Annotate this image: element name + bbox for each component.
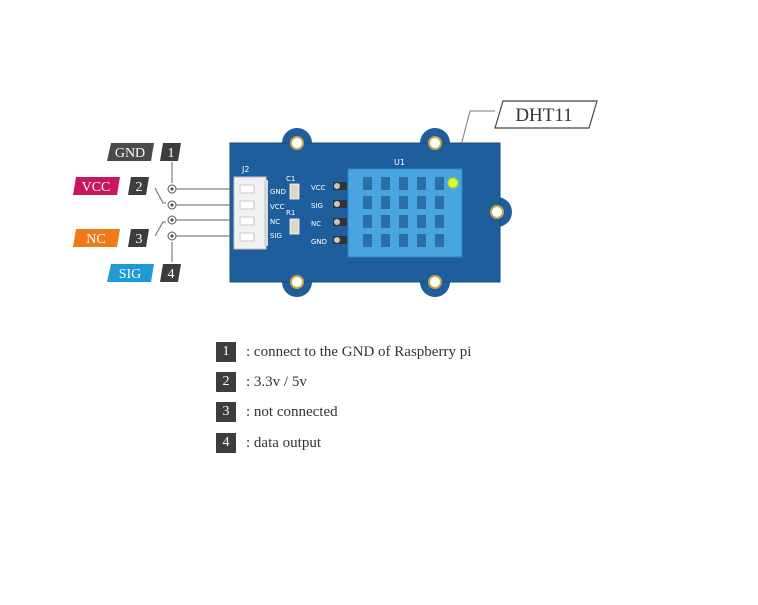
sensor-header-pins <box>333 182 347 244</box>
legend-item: 1 : connect to the GND of Raspberry pi <box>216 341 471 363</box>
legend-number: 1 <box>216 342 236 362</box>
capacitor <box>289 183 300 200</box>
connector-ref: J2 <box>241 165 249 174</box>
legend-text: : 3.3v / 5v <box>246 373 307 390</box>
pin-tag-number: 1 <box>168 146 175 161</box>
legend-text: : not connected <box>246 403 338 420</box>
sensor-pin-label: VCC <box>311 184 326 192</box>
pin-tag-label: NC <box>86 232 105 247</box>
pin-tag-number: 3 <box>136 232 143 247</box>
status-led <box>447 177 459 189</box>
resistor-ref: R1 <box>286 209 295 217</box>
pin-tag-label: VCC <box>82 180 111 195</box>
dht11-sensor <box>347 168 463 258</box>
connector-pin-label: GND <box>270 188 286 196</box>
pin-tag-number: 2 <box>136 180 143 195</box>
legend-text: : connect to the GND of Raspberry pi <box>246 343 472 360</box>
resistor <box>289 218 300 235</box>
sensor-pin-label: SIG <box>311 202 323 210</box>
grove-connector <box>233 176 268 250</box>
pin-tag-3: NC 3 <box>73 229 149 247</box>
pin-terminals <box>167 184 177 241</box>
legend-item: 3 : not connected <box>216 401 338 423</box>
mounting-hole <box>290 275 304 289</box>
legend-text: : data output <box>246 434 321 451</box>
pin-tag-label: SIG <box>119 267 142 282</box>
legend-item: 4 : data output <box>216 432 321 454</box>
mounting-hole <box>428 136 442 150</box>
sensor-pin-label: GND <box>311 238 327 246</box>
pin-tag-number: 4 <box>168 267 175 282</box>
pin-tag-2: VCC 2 <box>73 177 149 195</box>
chip-label: DHT11 <box>515 105 572 126</box>
connector-pin-label: SIG <box>270 232 282 240</box>
connector-pin-label: NC <box>270 218 280 226</box>
legend-item: 2 : 3.3v / 5v <box>216 371 307 393</box>
pin-tag-1: GND 1 <box>107 143 181 161</box>
callout-box <box>494 100 598 129</box>
capacitor-ref: C1 <box>286 175 295 183</box>
connector-pin-label: VCC <box>270 203 285 211</box>
legend-number: 4 <box>216 433 236 453</box>
pin-tag-4: SIG 4 <box>107 264 181 282</box>
legend-number: 3 <box>216 402 236 422</box>
pin-tag-label: GND <box>115 146 145 161</box>
pin-wires <box>154 162 233 262</box>
sensor-pin-label: NC <box>311 220 321 228</box>
legend-number: 2 <box>216 372 236 392</box>
sensor-ref: U1 <box>394 158 405 167</box>
mounting-hole <box>490 205 504 219</box>
mounting-hole <box>428 275 442 289</box>
mounting-hole <box>290 136 304 150</box>
